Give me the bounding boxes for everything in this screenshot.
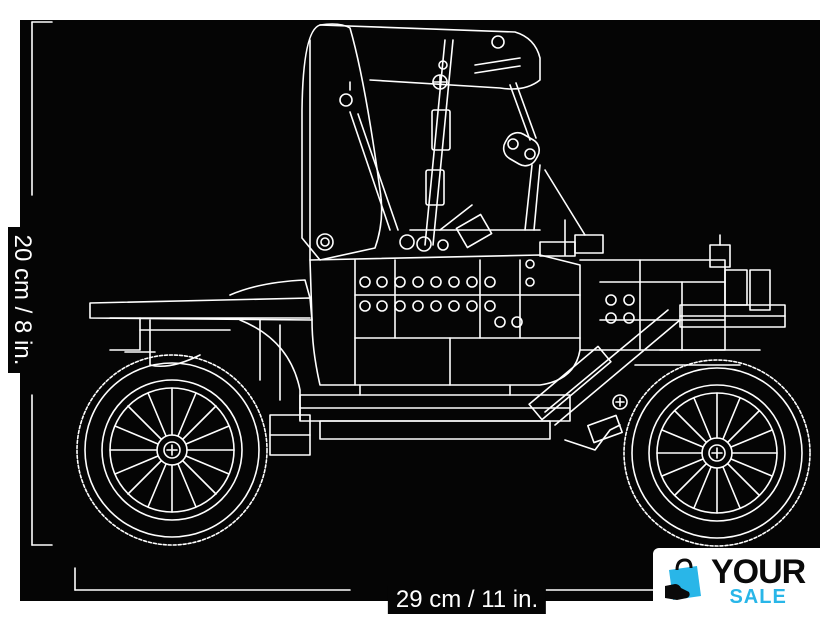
width-dimension-label: 29 cm / 11 in. [387,586,547,614]
blueprint-canvas: 20 cm / 8 in. 29 cm / 11 in. [8,20,820,614]
car-body [309,219,604,386]
width-dimension-line [74,567,661,591]
hood [579,234,786,351]
rear-deck [89,279,313,421]
roof-struts [424,35,586,246]
your-sale-watermark: YOUR SALE [653,548,823,614]
front-suspension [528,309,761,451]
front-wheel [623,359,811,547]
watermark-word-your: YOUR [711,553,806,591]
watermark-text: YOUR SALE [711,553,806,608]
watermark-word-sale: SALE [729,586,787,608]
car-line-drawing [31,21,811,591]
steering-area [399,204,541,252]
height-dimension-line [31,21,53,546]
chassis [269,384,571,456]
car-roof [301,23,541,261]
shopping-bag-hand-icon [665,558,701,600]
rear-wheel [76,354,268,546]
